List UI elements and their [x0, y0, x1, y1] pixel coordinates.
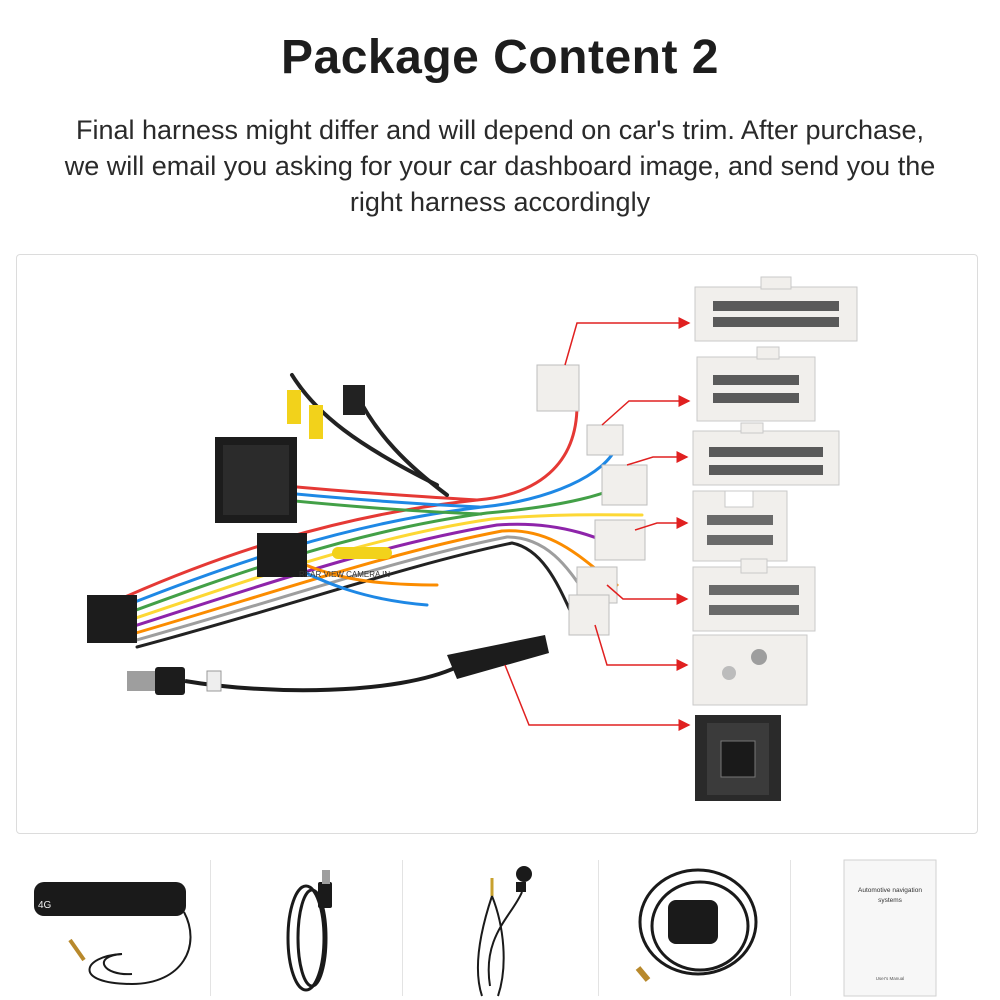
connector-detail-list: [692, 276, 858, 801]
thumb-usb-cable: [220, 856, 410, 1000]
connector-detail-5: [692, 558, 816, 632]
user-manual-icon: Automotive navigation systems User's Man…: [843, 859, 937, 997]
thumb-divider: [402, 860, 403, 996]
harness-photo-frame: REAR VIEW CAMERA IN: [16, 254, 978, 834]
thumb-microphone: [412, 856, 602, 1000]
usb-cable-icon: [286, 870, 332, 992]
harness-plug: [594, 519, 646, 561]
rear-view-tag: REAR VIEW CAMERA IN: [299, 570, 390, 579]
main-plug-connector: [87, 595, 137, 643]
manual-title-line2: systems: [878, 897, 903, 904]
harness-plug: [568, 594, 610, 636]
connector-detail-4: [692, 490, 788, 562]
wiring-harness-illustration: REAR VIEW CAMERA IN: [87, 276, 858, 801]
usb-extension-cable: [127, 635, 549, 695]
camera-rca-plug: [332, 547, 392, 559]
rca-yellow-plug: [287, 390, 301, 424]
connector-detail-2: [696, 346, 816, 422]
thumb-divider: [790, 860, 791, 996]
harness-plug: [601, 464, 648, 506]
connector-detail-7: [695, 715, 781, 801]
thumb-gps-antenna: [608, 856, 798, 1000]
thumb-divider: [598, 860, 599, 996]
label-4g: 4G: [38, 900, 52, 911]
thumb-divider: [210, 860, 211, 996]
gps-antenna-icon: [635, 868, 758, 982]
thumb-user-manual: Automotive navigation systems User's Man…: [800, 856, 990, 1000]
4g-antenna-icon: 4G: [34, 882, 192, 986]
microphone-icon: [476, 866, 532, 997]
callout-arrows: [504, 317, 691, 731]
accessory-thumbnails: 4G Automoti: [0, 856, 1000, 1000]
manual-title-line1: Automotive navigation: [858, 887, 922, 894]
harness-plug: [586, 424, 624, 456]
wire-bundle: [105, 373, 644, 649]
connector-detail-3: [692, 422, 840, 486]
harness-plug: [536, 364, 580, 412]
thumb-4g-antenna: 4G: [12, 856, 202, 1000]
connector-detail-1: [694, 276, 858, 342]
connector-detail-6: [692, 634, 808, 706]
radio-antenna-plug: [343, 385, 365, 415]
inline-connector: [257, 533, 307, 577]
manual-footer: User's Manual: [876, 976, 905, 981]
page-title: Package Content 2: [281, 31, 719, 84]
page-subtitle: Final harness might differ and will depe…: [64, 115, 936, 217]
